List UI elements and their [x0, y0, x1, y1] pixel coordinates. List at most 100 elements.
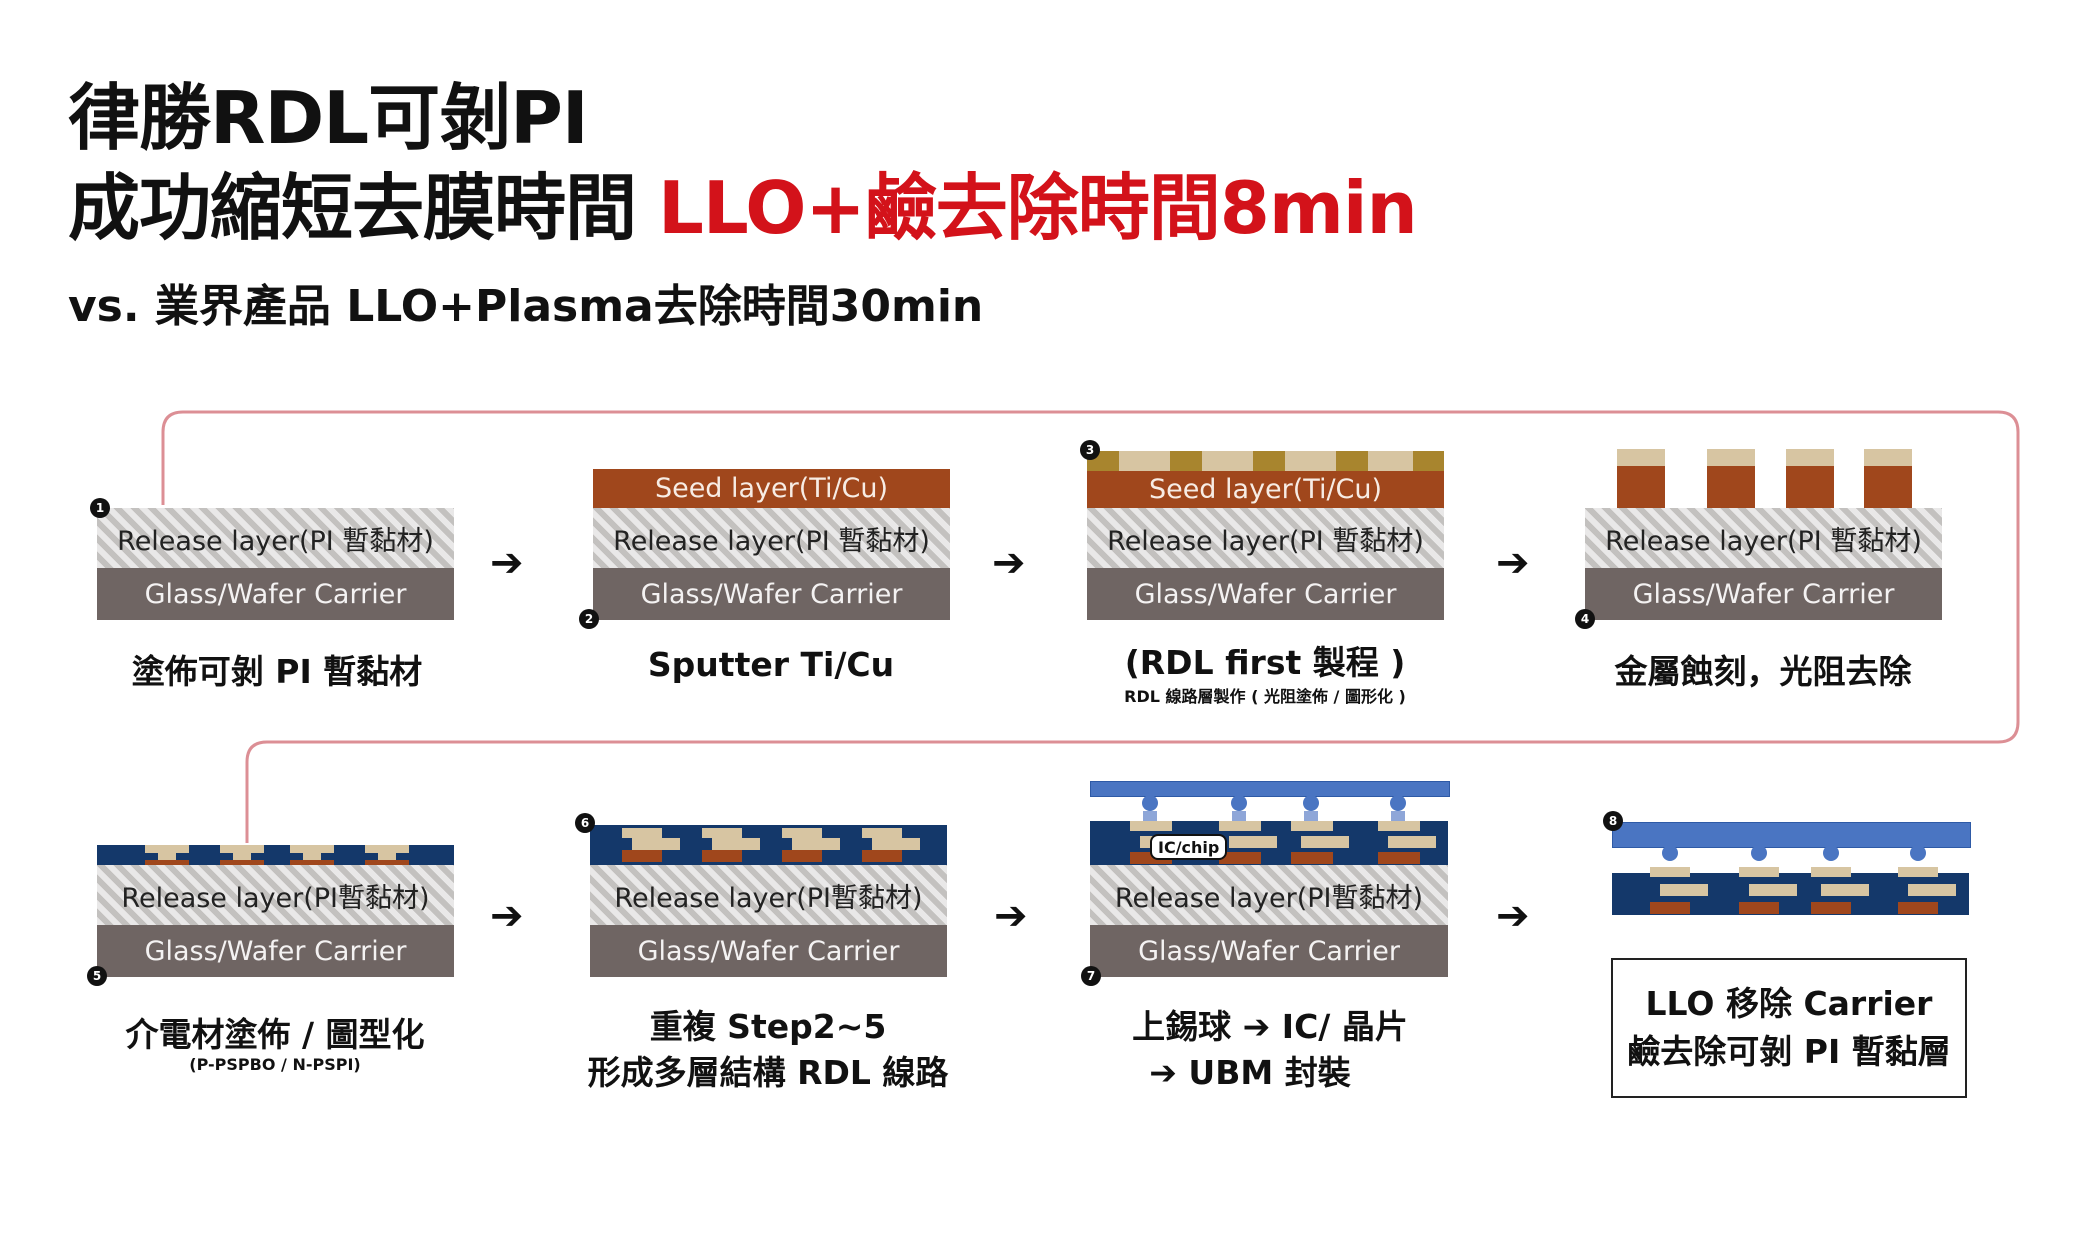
photoresist-block [1617, 449, 1665, 466]
arrow-icon: ➔ [992, 540, 1026, 586]
via-cap [145, 845, 189, 853]
ubm-pad [1304, 811, 1318, 821]
rdl-trace [1229, 836, 1277, 848]
copper-trace [782, 850, 822, 862]
arrow-icon: ➔ [1496, 893, 1530, 939]
via-cap [1739, 867, 1779, 877]
glass-carrier: Glass/Wafer Carrier [97, 925, 454, 977]
photoresist-opening [1253, 451, 1285, 471]
rdl-trace [872, 838, 920, 850]
release-layer: Release layer(PI暫黏材) [1090, 865, 1448, 925]
step-subcaption: RDL 線路層製作 ( 光阻塗佈 / 圖形化 ) [1124, 687, 1406, 706]
glass-carrier: Glass/Wafer Carrier [593, 568, 950, 620]
title-highlight: LLO+鹼去除時間8min [658, 166, 1418, 250]
ubm-pad [1143, 811, 1157, 821]
llo-caption-box: LLO 移除 Carrier 鹼去除可剝 PI 暫黏層 [1611, 958, 1967, 1098]
via [303, 853, 321, 860]
copper-trace [1811, 902, 1851, 914]
seed-layer: Seed layer(Ti/Cu) [1087, 471, 1444, 508]
step-number-badge: 7 [1081, 966, 1101, 986]
via-cap [290, 845, 334, 853]
release-layer: Release layer(PI暫黏材) [590, 865, 947, 925]
copper-trace [702, 850, 742, 862]
copper-trace [862, 850, 902, 862]
arrow-icon: ➔ [490, 540, 524, 586]
rdl-trace [1660, 884, 1708, 896]
copper-trace [1650, 902, 1690, 914]
solder-ball [1823, 845, 1839, 861]
solder-ball [1751, 845, 1767, 861]
photoresist-block [1285, 451, 1336, 471]
release-layer: Release layer(PI 暫黏材) [593, 508, 950, 568]
release-layer: Release layer(PI暫黏材) [97, 865, 454, 925]
via-cap [1650, 867, 1690, 877]
step-caption: 塗佈可剝 PI 暫黏材 [131, 652, 423, 691]
glass-carrier: Glass/Wafer Carrier [97, 568, 454, 620]
copper-trace [622, 850, 662, 862]
via-cap [1811, 867, 1851, 877]
copper-trace [1291, 852, 1333, 864]
glass-carrier: Glass/Wafer Carrier [1090, 925, 1448, 977]
step-caption-line-2: ➔ UBM 封裝 [1149, 1053, 1351, 1092]
step-number-badge: 5 [87, 966, 107, 986]
subtitle: vs. 業界產品 LLO+Plasma去除時間30min [68, 281, 984, 332]
copper-trace [1378, 852, 1420, 864]
step-caption: LLO 移除 Carrier [1645, 984, 1933, 1024]
step-caption: 上錫球 ➔ IC/ 晶片 [1132, 1007, 1408, 1046]
photoresist-opening [1336, 451, 1368, 471]
arrow-icon: ➔ [490, 893, 524, 939]
rdl-trace [1821, 884, 1869, 896]
rdl-trace [1388, 836, 1436, 848]
via-cap [622, 828, 662, 838]
solder-ball [1142, 795, 1158, 811]
copper-trace [1898, 902, 1938, 914]
release-layer: Release layer(PI 暫黏材) [97, 508, 454, 568]
step-number-badge: 8 [1603, 811, 1623, 831]
step-caption: (RDL first 製程 ) [1124, 643, 1406, 682]
step-number-badge: 1 [90, 498, 110, 518]
ic-chip-label: IC/chip [1150, 834, 1228, 860]
ubm-pad [1232, 811, 1246, 821]
title-line-1: 律勝RDL可剝PI [68, 76, 589, 160]
rdl-trace [1908, 884, 1956, 896]
photoresist-block [1707, 449, 1755, 466]
copper-trace [220, 860, 264, 865]
rdl-trace [792, 838, 840, 850]
photoresist-block [1202, 451, 1253, 471]
ic-chip-substrate [1090, 781, 1450, 797]
photoresist-opening [1413, 451, 1444, 471]
glass-carrier: Glass/Wafer Carrier [590, 925, 947, 977]
glass-carrier: Glass/Wafer Carrier [1087, 568, 1444, 620]
step-subcaption: (P-PSPBO / N-PSPI) [189, 1055, 361, 1074]
title-line-2-main: 成功縮短去膜時間 [68, 166, 637, 250]
via-cap [862, 828, 902, 838]
copper-trace [1739, 902, 1779, 914]
release-layer: Release layer(PI 暫黏材) [1087, 508, 1444, 568]
rdl-trace [1301, 836, 1349, 848]
photoresist-opening [1170, 451, 1202, 471]
copper-trace [1707, 466, 1755, 508]
step-caption: Sputter Ti/Cu [647, 645, 895, 684]
copper-trace [145, 860, 189, 865]
via [233, 853, 251, 860]
ubm-pad [1391, 811, 1405, 821]
glass-carrier: Glass/Wafer Carrier [1585, 568, 1942, 620]
rdl-trace [1749, 884, 1797, 896]
solder-ball [1390, 795, 1406, 811]
ic-chip-substrate [1612, 822, 1971, 848]
via-cap [702, 828, 742, 838]
via-cap [1898, 867, 1938, 877]
arrow-icon: ➔ [1496, 540, 1530, 586]
via-cap [1219, 821, 1261, 831]
copper-trace [290, 860, 334, 865]
via-cap [782, 828, 822, 838]
step-number-badge: 6 [575, 813, 595, 833]
release-layer: Release layer(PI 暫黏材) [1585, 508, 1942, 568]
via-cap [220, 845, 264, 853]
photoresist-block [1864, 449, 1912, 466]
step-caption: 金屬蝕刻，光阻去除 [1614, 652, 1912, 691]
copper-trace [1786, 466, 1834, 508]
photoresist-block [1786, 449, 1834, 466]
via-cap [1378, 821, 1420, 831]
